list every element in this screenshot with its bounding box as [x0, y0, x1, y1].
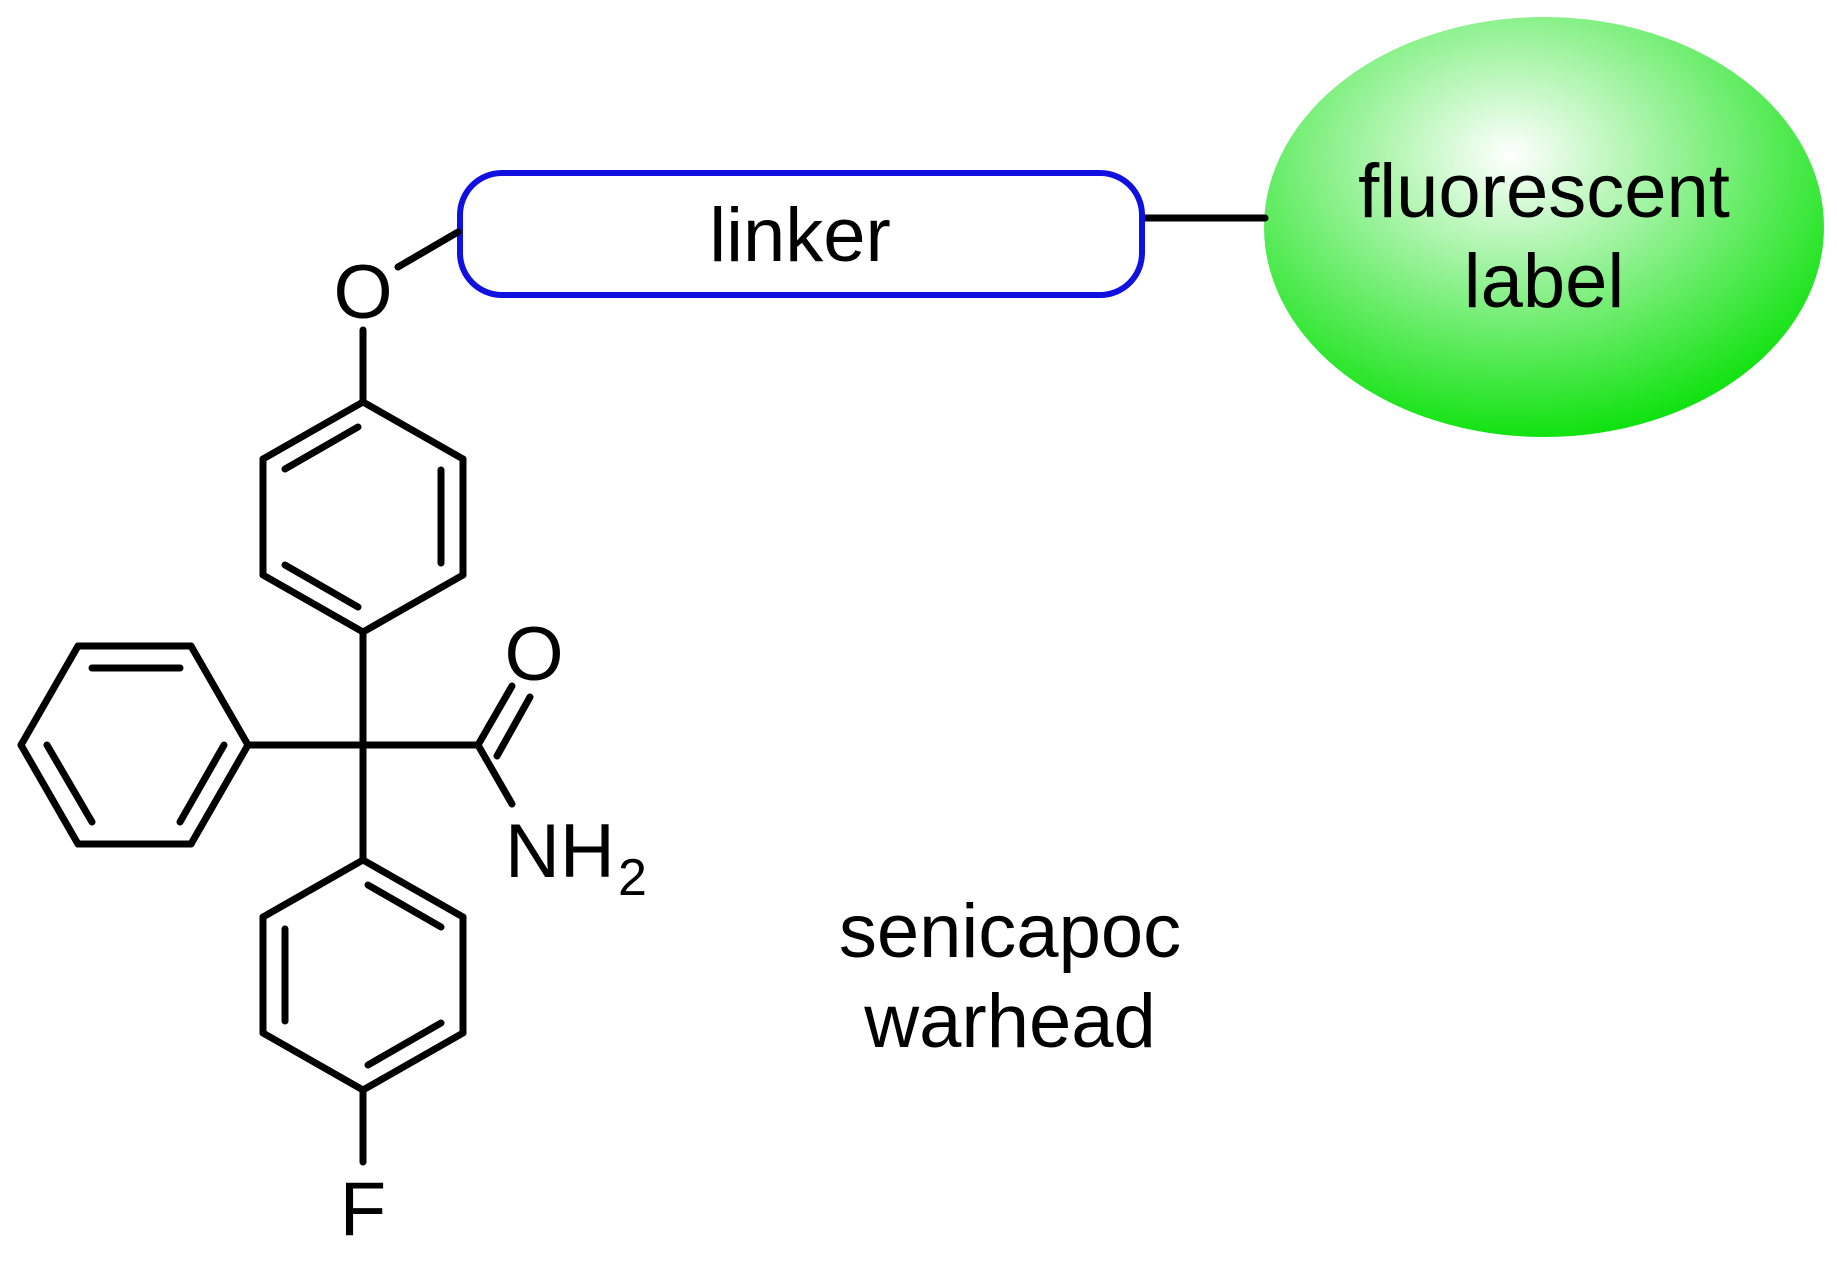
- fluorescent-label-line2: label: [1464, 239, 1625, 324]
- upper-phenylene-ring: [259, 398, 467, 636]
- carbonyl-amine-bond: [474, 741, 516, 808]
- warhead-label-line2: warhead: [863, 979, 1156, 1064]
- fluorine-atom: F: [340, 1167, 386, 1252]
- carbonyl-double-bond-b: [493, 693, 534, 760]
- warhead-label-line1: senicapoc: [839, 889, 1181, 974]
- carbonyl-double-bond-a: [474, 682, 516, 749]
- amine-nh-atom: NH: [505, 809, 615, 894]
- ether-linker-bond: [394, 228, 462, 271]
- fluorescent-label-line1: fluorescent: [1358, 149, 1730, 234]
- ether-oxygen-atom: O: [333, 250, 392, 335]
- carbonyl-oxygen-atom: O: [504, 612, 563, 697]
- phenyl-ring: [17, 642, 252, 848]
- amine-subscript: 2: [618, 849, 647, 907]
- fluorescent-label-ellipse: [1264, 17, 1824, 437]
- linker-label: linker: [709, 193, 891, 278]
- fluorophenyl-ring: [259, 856, 467, 1094]
